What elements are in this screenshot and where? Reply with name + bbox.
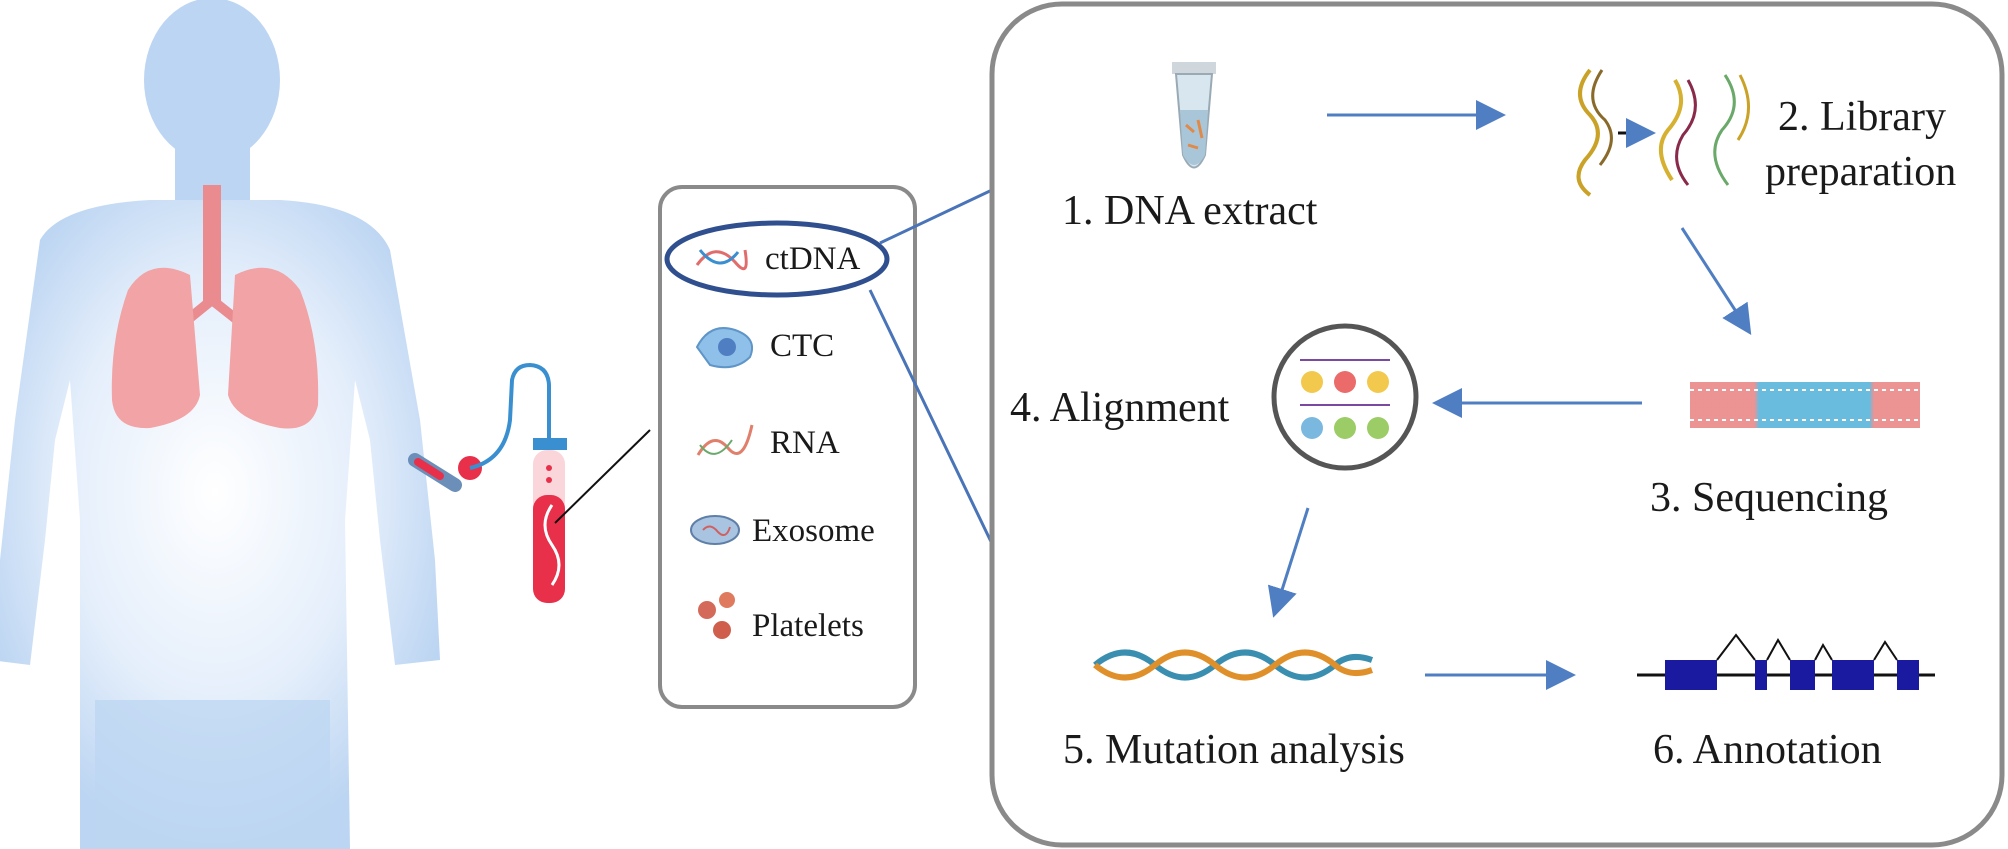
source-label-ctc: CTC bbox=[770, 328, 835, 364]
sequencing-strip-icon bbox=[1690, 382, 1920, 428]
sources-panel bbox=[658, 185, 917, 709]
ctdna-connector-top bbox=[879, 188, 993, 245]
step-label-annotation: 6. Annotation bbox=[1653, 727, 1882, 773]
ctdna-highlight-ellipse bbox=[664, 220, 890, 298]
step-label-alignment: 4. Alignment bbox=[1010, 385, 1230, 431]
arrow-step4-to-step5 bbox=[1267, 507, 1310, 618]
mutation-analysis-helix-icon bbox=[1093, 649, 1374, 681]
platelets-icon bbox=[698, 592, 735, 639]
human-body-figure bbox=[0, 0, 440, 849]
arrow-step2-to-step3 bbox=[1680, 227, 1752, 336]
annotation-gene-structure-icon bbox=[1637, 633, 1935, 690]
step-label-sequencing: 3. Sequencing bbox=[1650, 475, 1888, 521]
rna-icon bbox=[696, 424, 754, 456]
step-label-library-line1: 2. Library bbox=[1778, 94, 1946, 140]
step-label-dna-extract: 1. DNA extract bbox=[1062, 188, 1318, 234]
dna-extract-tube-icon bbox=[1172, 62, 1216, 169]
ctdna-connector-bottom bbox=[868, 289, 997, 551]
ctdna-icon bbox=[695, 249, 748, 271]
ctc-icon bbox=[695, 327, 754, 369]
alignment-circle-icon bbox=[1271, 323, 1419, 471]
lungs bbox=[111, 267, 319, 429]
exosome-icon bbox=[690, 515, 740, 545]
source-label-platelets: Platelets bbox=[752, 608, 864, 644]
step-label-mutation-analysis: 5. Mutation analysis bbox=[1063, 727, 1405, 773]
workflow-panel bbox=[989, 1, 2005, 848]
library-preparation-dna-icon bbox=[1576, 68, 1750, 197]
source-label-exosome: Exosome bbox=[752, 513, 875, 549]
blood-collection-tube bbox=[533, 438, 567, 603]
source-label-ctdna: ctDNA bbox=[765, 241, 861, 277]
blood-draw-syringe bbox=[408, 453, 482, 492]
tube-to-sources-connector bbox=[554, 429, 651, 524]
step-label-library-line2: preparation bbox=[1765, 149, 1957, 195]
blood-tubing bbox=[469, 362, 551, 470]
source-label-rna: RNA bbox=[770, 425, 840, 461]
